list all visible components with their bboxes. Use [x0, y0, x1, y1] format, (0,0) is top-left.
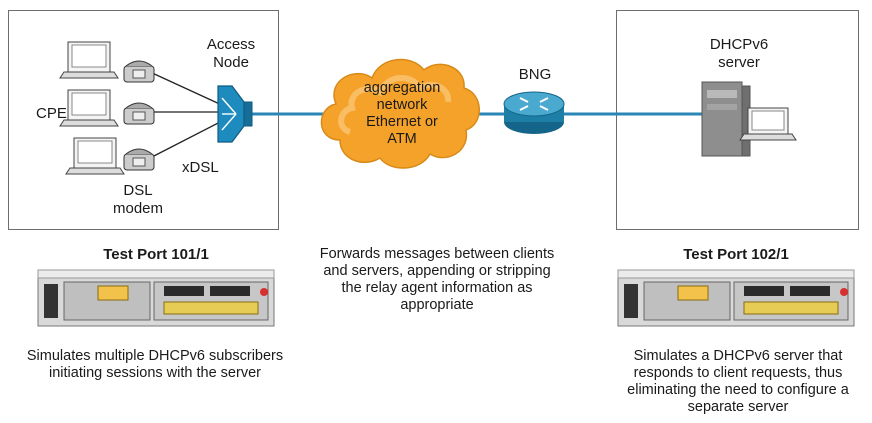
dhcpv6-server-icon: [701, 81, 751, 157]
test-port-left-title: Test Port 101/1: [103, 246, 209, 263]
cpe-label: CPE: [36, 105, 67, 122]
bng-router-icon: [503, 91, 565, 134]
test-port-hardware-left-image: [37, 269, 275, 327]
cpe-computer-icon: [59, 89, 119, 127]
xdsl-lines: [149, 71, 225, 159]
test-port-right-caption: Simulates a DHCPv6 server that responds …: [627, 348, 849, 415]
cpe-phone-icon: [123, 148, 155, 171]
test-port-hardware-right-image: [617, 269, 855, 327]
cpe-computer-icon: [59, 41, 119, 79]
access-node-icon: [217, 85, 253, 143]
dsl-modem-label: DSL modem: [112, 182, 164, 217]
cpe-computer-icon: [65, 137, 125, 175]
aggregation-cloud-icon: [320, 58, 480, 169]
dhcpv6-server-label: DHCPv6 server: [709, 36, 769, 71]
cpe-phone-icon: [123, 102, 155, 125]
aggregation-network-label: aggregation network Ethernet or ATM: [363, 80, 441, 147]
bng-label: BNG: [518, 66, 552, 83]
test-port-left-caption: Simulates multiple DHCPv6 subscribers in…: [26, 348, 284, 381]
xdsl-label: xDSL: [182, 159, 219, 176]
access-node-label: Access Node: [206, 36, 256, 71]
server-laptop-icon: [739, 107, 797, 141]
cpe-phone-icon: [123, 60, 155, 83]
test-port-right-title: Test Port 102/1: [683, 246, 789, 263]
relay-agent-caption: Forwards messages between clients and se…: [319, 246, 555, 313]
